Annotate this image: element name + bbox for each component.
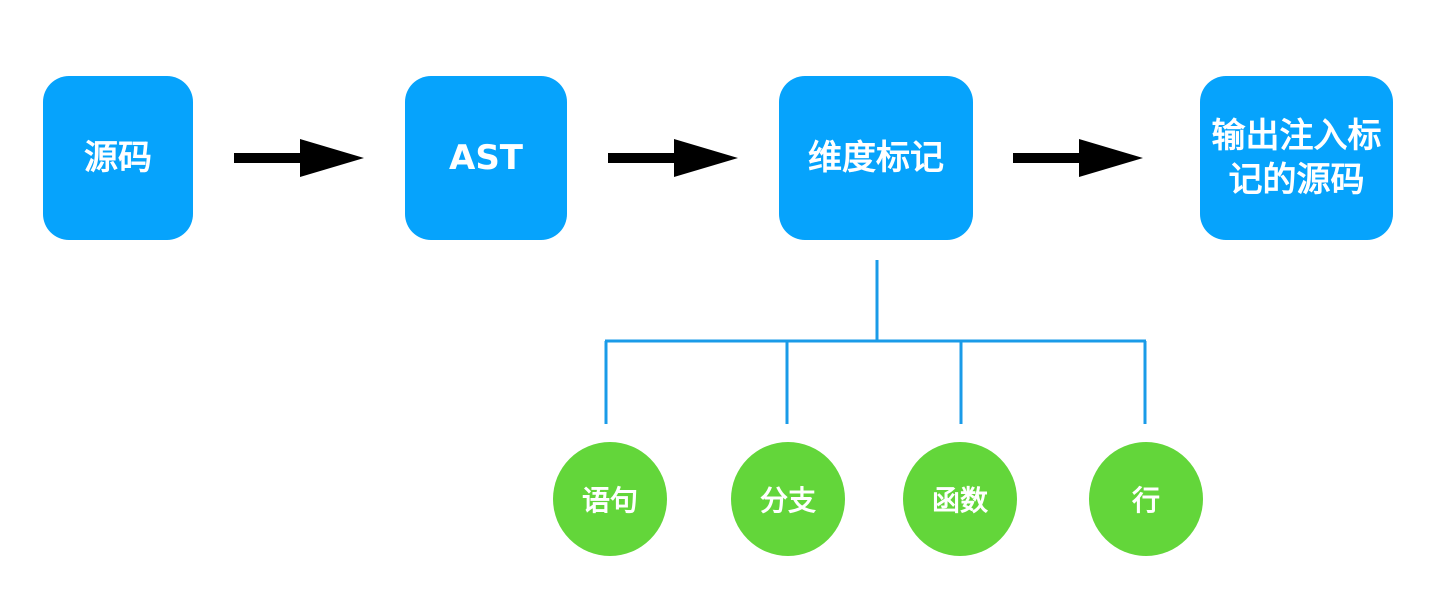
dimension-line-label: 行 <box>1131 484 1160 517</box>
output-box: 输出注入标 记的源码 <box>1200 76 1393 240</box>
dimension-function-label: 函数 <box>931 484 988 517</box>
arrow-1 <box>234 139 364 177</box>
tree-connector <box>604 260 1147 424</box>
source-code-label: 源码 <box>84 137 152 178</box>
dimension-branch: 分支 <box>731 442 845 556</box>
dimension-marking-label: 维度标记 <box>808 137 944 178</box>
output-label-line2: 记的源码 <box>1228 160 1365 200</box>
ast-label: AST <box>449 137 523 178</box>
arrow-2 <box>608 139 738 177</box>
output-label-line1: 输出注入标 <box>1211 115 1382 156</box>
source-code-box: 源码 <box>43 76 193 240</box>
dimension-marking-box: 维度标记 <box>779 76 973 240</box>
dimension-function: 函数 <box>903 442 1017 556</box>
dimension-statement-label: 语句 <box>581 484 638 517</box>
dimension-line: 行 <box>1089 442 1203 556</box>
dimension-branch-label: 分支 <box>759 484 816 517</box>
arrow-3 <box>1013 139 1143 177</box>
ast-box: AST <box>405 76 567 240</box>
dimension-statement: 语句 <box>553 442 667 556</box>
